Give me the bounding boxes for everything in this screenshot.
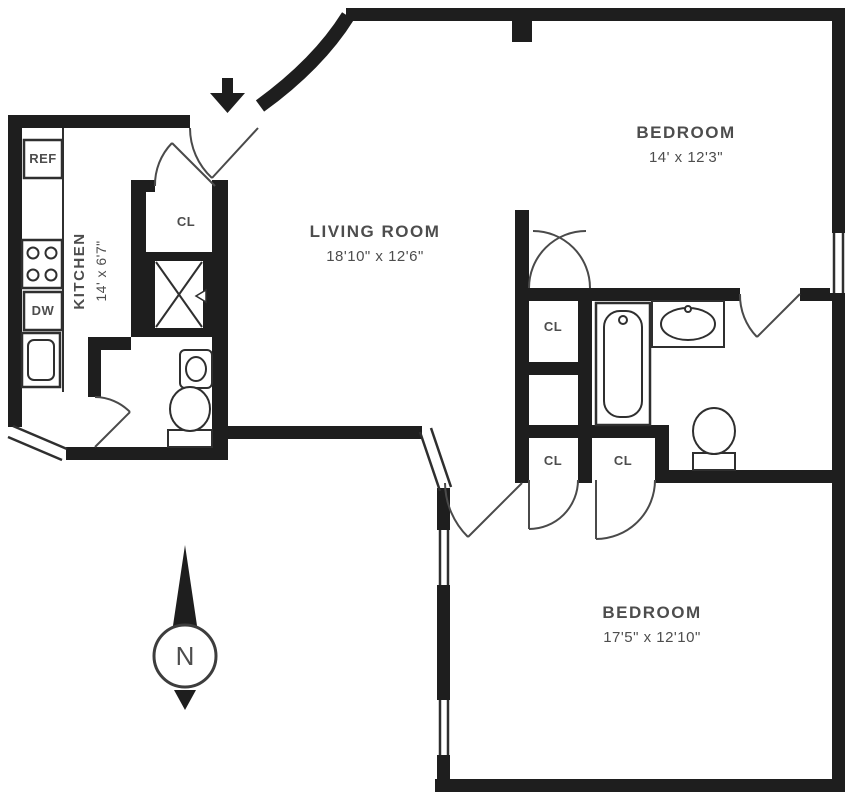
wall-segment	[512, 8, 532, 42]
wall-segment	[437, 755, 450, 792]
wall-segment	[66, 447, 228, 460]
refrigerator	[22, 138, 64, 180]
compass-circle	[152, 623, 218, 689]
wall-segment	[437, 488, 450, 530]
bedroom-top-dims: 14' x 12'3"	[649, 149, 723, 166]
toilet-tank	[692, 452, 736, 471]
wall-segment	[529, 288, 578, 301]
entry-closet-door-swing	[153, 142, 173, 187]
wall-segment	[515, 425, 669, 438]
bathtub-inner	[603, 310, 643, 418]
bathtub-drain	[618, 315, 628, 325]
wall-segment	[437, 585, 450, 700]
bedroom-bottom-name: BEDROOM	[602, 603, 701, 622]
entry-door-leaf	[211, 127, 259, 179]
burner-icon	[26, 246, 40, 260]
shaft-marker-icon	[194, 288, 207, 304]
closet-left-door-swing	[528, 479, 579, 530]
living-room-name: LIVING ROOM	[310, 222, 441, 241]
entry-closet-door-leaf	[171, 142, 216, 187]
bedroom-bottom-dims: 17'5" x 12'10"	[603, 629, 701, 646]
wall-segment	[578, 288, 592, 483]
dishwasher-label: DW	[32, 303, 55, 318]
shaft-cross	[155, 261, 203, 328]
window-diagonal-kitchen	[7, 435, 63, 462]
doors	[94, 127, 801, 540]
wall-segment	[215, 180, 228, 192]
wall-segment	[515, 210, 529, 483]
compass-tail	[174, 690, 196, 710]
window-diagonal-bedroom2	[429, 427, 453, 488]
kitchen-fixtures	[20, 128, 64, 392]
closet-right-door-swing	[595, 479, 656, 540]
bedroom2-door-leaf	[467, 482, 523, 538]
kitchen-dims: 14' x 6'7"	[93, 240, 109, 301]
half-bath-sink-basin	[185, 356, 207, 382]
compass-needle	[171, 545, 199, 639]
toilet-bowl	[692, 407, 736, 455]
burner-icon	[26, 268, 40, 282]
kitchen-sink-basin	[27, 339, 55, 381]
half-bath-toilet-tank	[167, 429, 213, 448]
window-diagonal-bedroom2	[418, 431, 442, 492]
living-room-dims: 18'10" x 12'6"	[326, 248, 424, 265]
bathroom-fixtures	[594, 300, 736, 471]
room-labels: LIVING ROOM 18'10" x 12'6" BEDROOM 14' x…	[29, 123, 735, 646]
half-bath-door-swing	[94, 396, 131, 413]
wall-segment	[8, 115, 190, 128]
hall-closet-door-swing	[528, 230, 587, 289]
bedroom-closet-right-label: CL	[614, 453, 632, 468]
half-bath-door-leaf	[94, 411, 131, 448]
wall-segment	[212, 337, 228, 460]
windows	[7, 233, 847, 755]
dishwasher	[22, 290, 64, 332]
bedroom2-door-swing	[444, 482, 469, 538]
wall-segment	[131, 180, 155, 192]
wall-segment	[832, 8, 845, 233]
wall-segment	[228, 426, 422, 439]
window-bedroom2-upper	[434, 530, 453, 585]
compass: N	[152, 545, 218, 710]
hall-closet-door-swing	[532, 230, 591, 289]
window-bedroom2-lower	[434, 700, 453, 755]
wall-segment	[131, 180, 146, 337]
wall-segment	[592, 288, 740, 301]
window-diagonal-kitchen	[12, 424, 68, 451]
wall-segment	[832, 293, 845, 792]
refrigerator-label: REF	[29, 151, 57, 166]
half-bath-fixtures	[167, 349, 213, 448]
wall-segment	[435, 779, 845, 792]
bedroom-closet-left-label: CL	[544, 453, 562, 468]
hall-closet-label: CL	[544, 319, 562, 334]
entry-door-swing	[189, 127, 213, 179]
entry-closet-label: CL	[177, 214, 195, 229]
vanity-faucet	[684, 305, 692, 313]
bathroom-door-swing	[738, 293, 758, 338]
wall-segment	[655, 425, 669, 483]
wall-segment	[212, 180, 228, 337]
wall-segment	[8, 115, 22, 427]
wall-segment	[655, 470, 845, 483]
compass-north-label: N	[176, 641, 195, 671]
burner-icon	[44, 268, 58, 282]
shaft	[146, 252, 212, 337]
wall-segment	[529, 362, 578, 375]
wall-segment	[346, 8, 845, 21]
wall-segment	[88, 337, 101, 397]
burner-icon	[44, 246, 58, 260]
curved-entry-wall	[255, 12, 354, 112]
half-bath-toilet-bowl	[169, 386, 211, 432]
entry-arrow-icon	[210, 78, 245, 113]
kitchen-name: KITCHEN	[71, 232, 88, 309]
stove	[20, 238, 64, 290]
window-right	[830, 233, 847, 293]
walls	[8, 8, 845, 792]
bathroom-door-leaf	[756, 293, 801, 338]
bedroom-top-name: BEDROOM	[636, 123, 735, 142]
